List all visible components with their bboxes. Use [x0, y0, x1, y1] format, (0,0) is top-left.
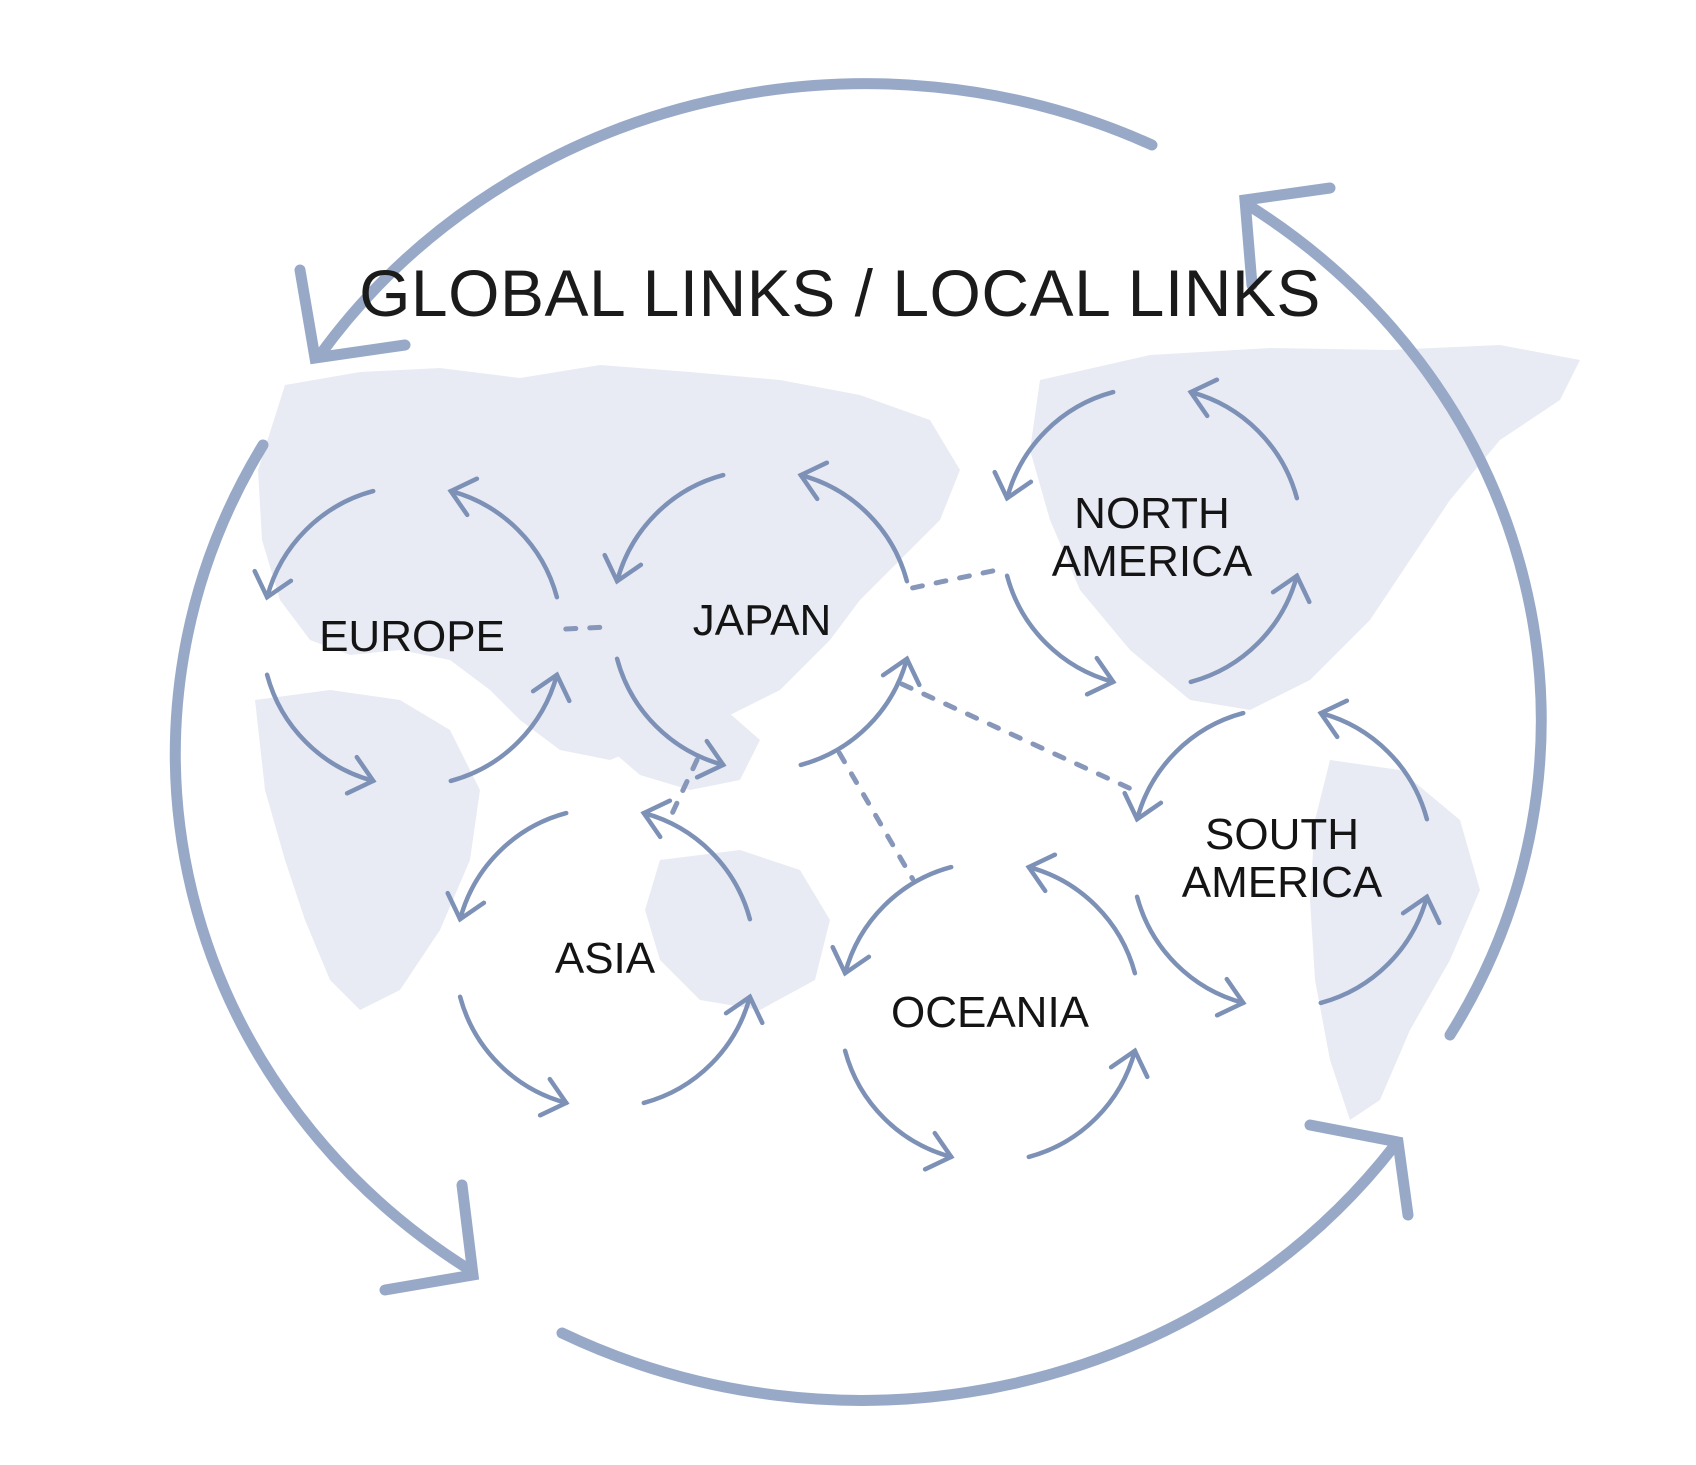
map-africa	[255, 690, 480, 1010]
node-label-south-america-line-2: AMERICA	[1182, 858, 1383, 907]
outer-arrowhead-bottom-left	[379, 1179, 480, 1296]
node-label-north-america-line-1: NORTH	[1074, 489, 1230, 538]
cycle-arrowhead-bottom-left	[694, 738, 727, 780]
outer-arc-left	[169, 439, 476, 1276]
diagram-title: GLOBAL LINKS / LOCAL LINKS	[359, 256, 1321, 330]
node-label-asia: ASIA	[555, 934, 656, 983]
cycle-arc-top-right	[1188, 389, 1300, 501]
cycle-arc-top-right	[798, 472, 910, 584]
cycle-arrowhead-top-left	[992, 469, 1034, 502]
cycle-arrowhead-bottom-right	[1400, 893, 1442, 926]
cycle-arrowhead-bottom-right	[1270, 572, 1312, 605]
cycle-arc-bottom-right	[1188, 573, 1300, 685]
cycle-arc-bottom-right	[1318, 894, 1430, 1006]
outer-arc-top	[314, 78, 1158, 361]
cycle-arc-top-left	[614, 472, 726, 584]
cycle-arc-bottom-left	[1004, 573, 1116, 685]
outer-arc-bottom	[556, 1139, 1401, 1406]
outer-arrowhead-top-left	[294, 264, 411, 365]
node-oceania: OCEANIA	[830, 852, 1150, 1172]
cycle-arc-bottom-right	[1026, 1048, 1138, 1160]
link-japan-to-south-america	[899, 681, 1145, 797]
cycle-arc-top-left	[842, 864, 954, 976]
cycle-arc-top-left	[1004, 389, 1116, 501]
cycle-arrowhead-top-right	[1317, 698, 1350, 740]
node-label-south-america-line-1: SOUTH	[1205, 810, 1359, 859]
link-japan-to-north-america	[910, 566, 1004, 591]
node-label-japan: JAPAN	[693, 596, 832, 645]
cycle-arc-bottom-right	[641, 994, 753, 1106]
link-japan-to-oceania	[836, 750, 916, 882]
cycle-arrowhead-bottom-right	[723, 993, 765, 1026]
node-label-oceania: OCEANIA	[891, 988, 1090, 1037]
cycle-arc-top-right	[1026, 864, 1138, 976]
link-lines	[563, 566, 1145, 882]
outer-arc-right	[1242, 199, 1547, 1041]
node-asia: ASIA	[445, 798, 765, 1118]
cycle-arc-top-right	[448, 488, 560, 600]
cycle-arc-top-left	[457, 810, 569, 922]
cycle-arc-bottom-left	[1134, 894, 1246, 1006]
cycle-arrowhead-bottom-right	[880, 655, 922, 688]
node-japan: JAPAN	[602, 460, 922, 780]
outer-arrowhead-top-right	[1239, 182, 1336, 291]
cycle-arrowhead-bottom-left	[1214, 976, 1247, 1018]
node-label-north-america-line-2: AMERICA	[1052, 537, 1253, 586]
map-australia	[645, 850, 830, 1010]
cycle-arrowhead-top-left	[830, 944, 872, 977]
cycle-arrowhead-top-left	[1122, 790, 1164, 823]
link-japan-to-asia	[667, 757, 700, 821]
cycle-arrowhead-top-right	[640, 798, 673, 840]
link-europe-to-japan	[563, 624, 611, 632]
cycle-arrowhead-top-right	[1187, 377, 1220, 419]
node-europe: EUROPE	[252, 476, 572, 796]
map-north-america	[1030, 345, 1580, 710]
cycle-arc-bottom-right	[798, 656, 910, 768]
cycle-arrowhead-bottom-left	[344, 754, 377, 796]
cycle-arc-bottom-left	[264, 672, 376, 784]
cycle-arc-top-left	[264, 488, 376, 600]
cycle-arc-top-left	[1134, 710, 1246, 822]
cycle-arrowhead-bottom-left	[537, 1076, 570, 1118]
cycle-arc-top-right	[1318, 710, 1430, 822]
cycle-arc-bottom-left	[842, 1048, 954, 1160]
cycle-arrowhead-top-left	[602, 552, 644, 585]
node-label-europe: EUROPE	[319, 612, 505, 661]
cycle-arc-bottom-left	[614, 656, 726, 768]
cycle-arrowhead-top-right	[1025, 852, 1058, 894]
cycle-arc-top-right	[641, 810, 753, 922]
cycle-arrowhead-top-right	[797, 460, 830, 502]
cycle-arrowhead-bottom-left	[1084, 655, 1117, 697]
cycle-arrowhead-top-right	[447, 476, 480, 518]
cycle-arrowhead-bottom-right	[530, 671, 572, 704]
cycle-arrowhead-top-left	[252, 568, 294, 601]
cycle-arc-bottom-left	[457, 994, 569, 1106]
cycle-arc-bottom-right	[448, 672, 560, 784]
cycle-arrowhead-bottom-right	[1108, 1047, 1150, 1080]
cycle-arrowhead-bottom-left	[922, 1130, 955, 1172]
outer-cycle-ring	[169, 78, 1547, 1406]
outer-arrowhead-bottom-right	[1304, 1119, 1414, 1221]
map-south-america	[1310, 760, 1480, 1120]
cycle-arrowhead-top-left	[445, 890, 487, 923]
